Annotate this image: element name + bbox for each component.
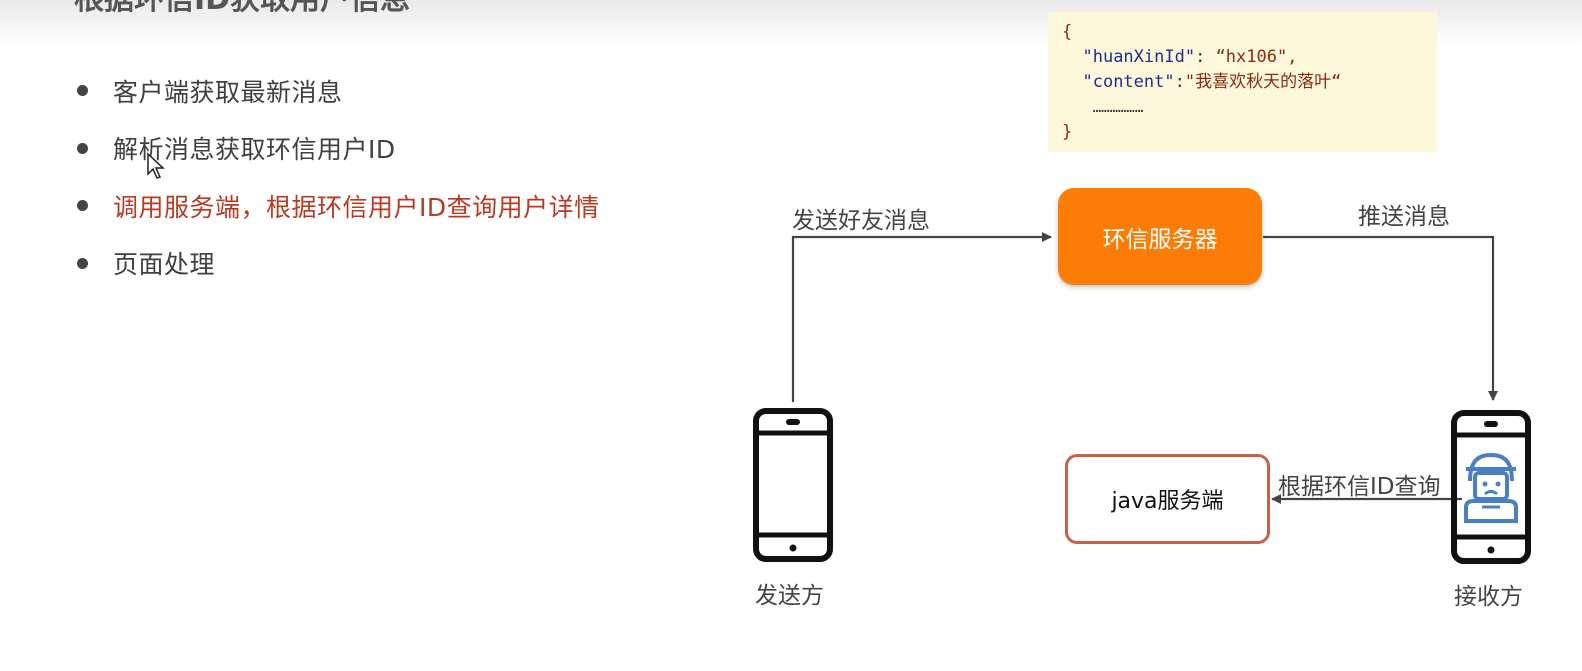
json-code-box: { "huanXinId": “hx106", "content":"我喜欢秋天… (1048, 12, 1437, 152)
code-key-content: "content" (1082, 72, 1175, 92)
bullet-text: 解析消息获取环信用户ID (113, 135, 396, 165)
sender-label: 发送方 (755, 583, 824, 609)
receiver-label: 接收方 (1454, 584, 1523, 610)
send-label: 发送好友消息 (792, 208, 930, 234)
mouse-pointer-icon (147, 152, 165, 179)
code-separator: : (1174, 72, 1185, 92)
bullet-item: 解析消息获取环信用户ID (74, 120, 600, 178)
bullet-dot (77, 200, 88, 212)
bullet-text: 调用服务端，根据环信用户ID查询用户详情 (113, 192, 600, 222)
code-value-content: "我喜欢秋天的落叶“ (1184, 72, 1342, 92)
bullet-text: 客户端获取最新消息 (113, 77, 343, 107)
smartphone-icon (1451, 410, 1531, 564)
push-arrow (1263, 235, 1498, 401)
smartphone-icon (753, 408, 833, 562)
user-avatar-icon (1464, 452, 1518, 523)
server-label: 环信服务器 (1102, 226, 1218, 253)
send-arrow (791, 232, 1052, 402)
bullet-list: 客户端获取最新消息 解析消息获取环信用户ID 调用服务端，根据环信用户ID查询用… (74, 62, 600, 292)
huanxin-server-box: 环信服务器 (1058, 188, 1262, 285)
bullet-dot (77, 257, 88, 269)
push-label: 推送消息 (1358, 204, 1450, 230)
bullet-text: 页面处理 (113, 250, 216, 280)
code-separator: : (1195, 47, 1216, 67)
bullet-item-highlight: 调用服务端，根据环信用户ID查询用户详情 (74, 177, 600, 235)
slide-title: 根据环信ID获取用户信息 (74, 0, 410, 18)
code-close-brace: } (1062, 122, 1073, 142)
bullet-dot (77, 85, 88, 97)
bullet-item: 客户端获取最新消息 (74, 62, 600, 120)
java-server-box: java服务端 (1065, 454, 1270, 544)
code-ellipsis: ……………… (1092, 100, 1144, 116)
query-label: 根据环信ID查询 (1278, 474, 1441, 500)
code-value-huanxinid: “hx106", (1215, 47, 1298, 67)
bullet-item: 页面处理 (74, 235, 600, 293)
code-open-brace: { (1062, 22, 1073, 42)
java-label: java服务端 (1111, 489, 1224, 514)
bullet-dot (77, 142, 88, 154)
code-key-huanxinid: "huanXinId" (1082, 47, 1196, 67)
